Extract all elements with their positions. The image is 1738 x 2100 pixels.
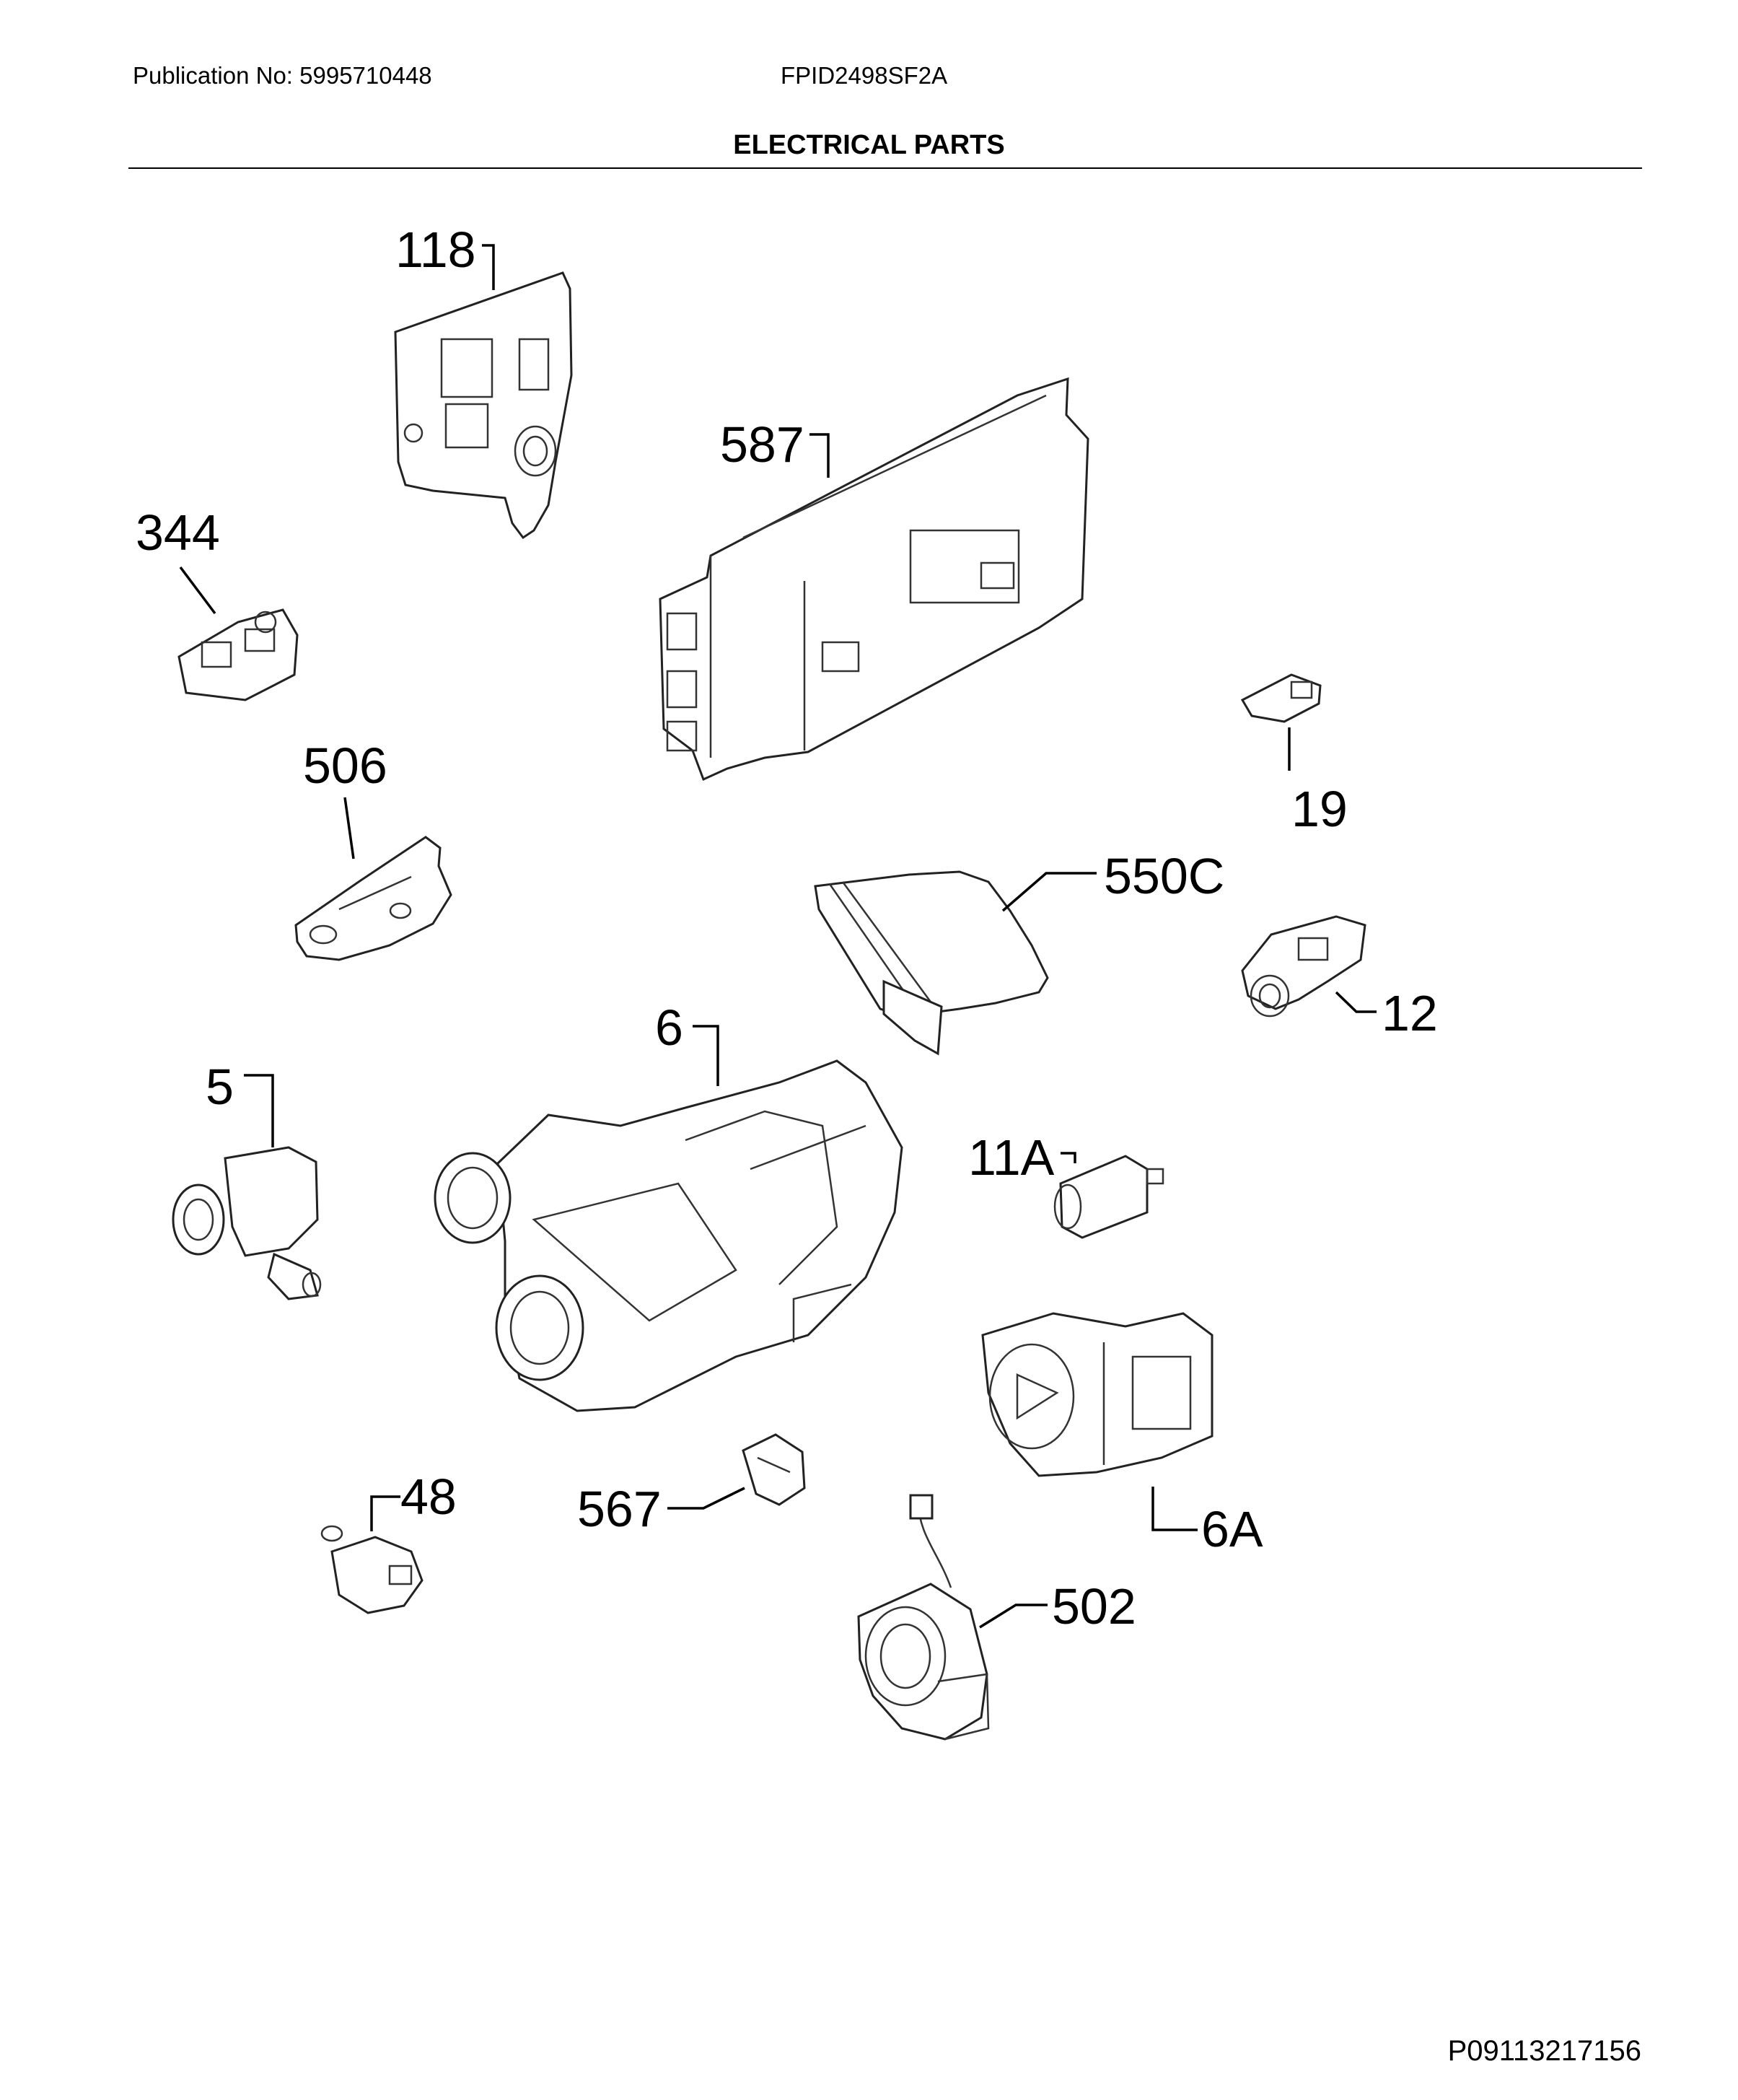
leader-12 <box>1335 991 1377 1013</box>
leader-6 <box>693 1025 719 1086</box>
publication-number: Publication No: 5995710448 <box>133 62 432 89</box>
leader-118 <box>482 244 495 290</box>
part-11a-motor[interactable] <box>1053 1155 1164 1239</box>
leader-587 <box>809 433 830 478</box>
page-title: ELECTRICAL PARTS <box>733 130 1005 160</box>
leader-48 <box>370 1495 400 1531</box>
callout-6a: 6A <box>1201 1501 1263 1557</box>
part-12-sensor[interactable] <box>1241 915 1366 1018</box>
part-502-blower-fan[interactable] <box>857 1494 990 1741</box>
leader-344 <box>179 566 216 615</box>
leader-567 <box>667 1487 745 1510</box>
callout-19: 19 <box>1291 781 1348 837</box>
callout-118: 118 <box>395 222 476 278</box>
callout-344: 344 <box>136 504 220 561</box>
part-19-connector[interactable] <box>1240 673 1322 723</box>
part-587-control-board[interactable] <box>659 377 1089 782</box>
callout-6: 6 <box>655 999 683 1056</box>
part-550c-cover[interactable] <box>814 870 1049 1056</box>
header-rule <box>128 167 1642 169</box>
leader-506 <box>343 797 355 859</box>
part-344-switch[interactable] <box>177 608 299 701</box>
leader-6a <box>1151 1487 1198 1531</box>
part-6-circulation-pump[interactable] <box>434 1059 903 1412</box>
leader-502 <box>979 1604 1048 1629</box>
leader-11a <box>1061 1152 1076 1163</box>
callout-48: 48 <box>400 1469 457 1525</box>
part-6a-drain-pump[interactable] <box>981 1312 1213 1477</box>
part-5-inlet-valve[interactable] <box>172 1146 322 1300</box>
callout-5: 5 <box>206 1059 234 1115</box>
model-number: FPID2498SF2A <box>781 62 948 89</box>
part-118-control-panel[interactable] <box>394 271 573 540</box>
callout-506: 506 <box>303 738 387 794</box>
part-567-clip[interactable] <box>742 1433 806 1506</box>
part-48-pressure-sensor[interactable] <box>320 1525 423 1614</box>
callout-587: 587 <box>720 416 804 473</box>
callout-502: 502 <box>1052 1578 1136 1635</box>
leader-5 <box>244 1074 274 1147</box>
callout-550c: 550C <box>1104 848 1224 904</box>
callout-12: 12 <box>1382 985 1438 1041</box>
callout-11a: 11A <box>968 1129 1055 1186</box>
callout-567: 567 <box>577 1481 662 1537</box>
part-506-latch[interactable] <box>294 836 452 961</box>
leader-550c <box>1001 872 1097 912</box>
diagram-code: P09113217156 <box>1447 2035 1641 2067</box>
